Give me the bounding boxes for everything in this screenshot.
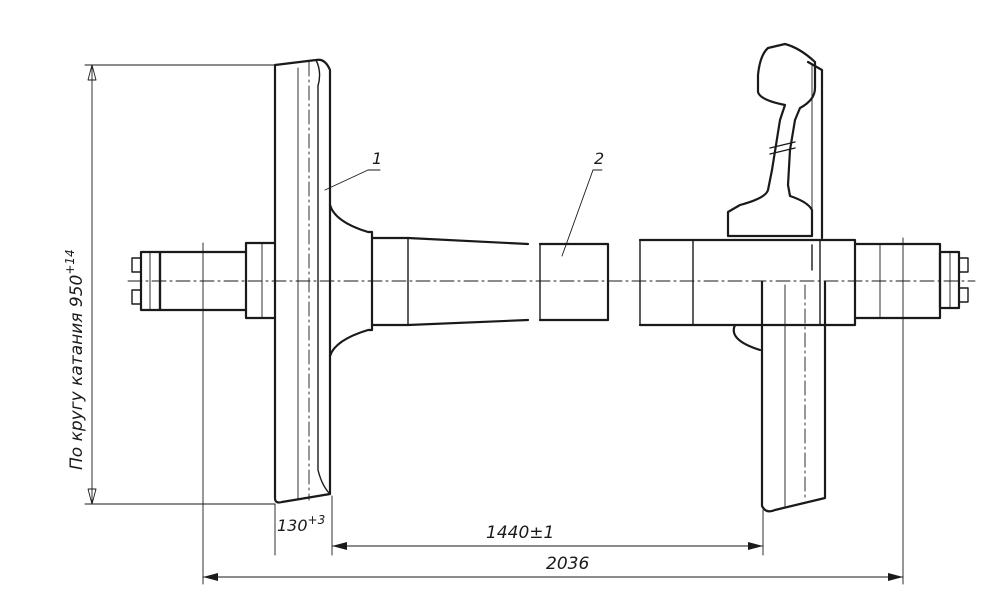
callout-2: 2: [561, 149, 604, 257]
wheel-diameter-label: По кругу катания 950+14: [63, 249, 87, 470]
rail-section: [726, 42, 817, 238]
dimension-overall-length: 2036: [202, 554, 904, 581]
left-journal: [131, 241, 277, 320]
overall-length-label: 2036: [546, 554, 589, 574]
callout-2-number: 2: [594, 149, 604, 168]
gauge-label: 1440±1: [486, 523, 554, 543]
right-axle-body: [638, 238, 737, 327]
dimension-rim-width: 130+3: [277, 513, 325, 535]
right-journal: [853, 242, 969, 320]
dimension-gauge: 1440±1: [331, 523, 764, 550]
left-axle-body: [370, 236, 530, 327]
right-wheel: [732, 60, 857, 513]
axle-middle-section: [538, 242, 610, 322]
rim-width-label: 130+3: [277, 513, 325, 535]
left-wheel: [273, 58, 374, 504]
callout-1: 1: [324, 149, 382, 191]
dimension-wheel-diameter: По кругу катания 950+14: [63, 64, 276, 505]
callout-1-number: 1: [372, 149, 382, 168]
